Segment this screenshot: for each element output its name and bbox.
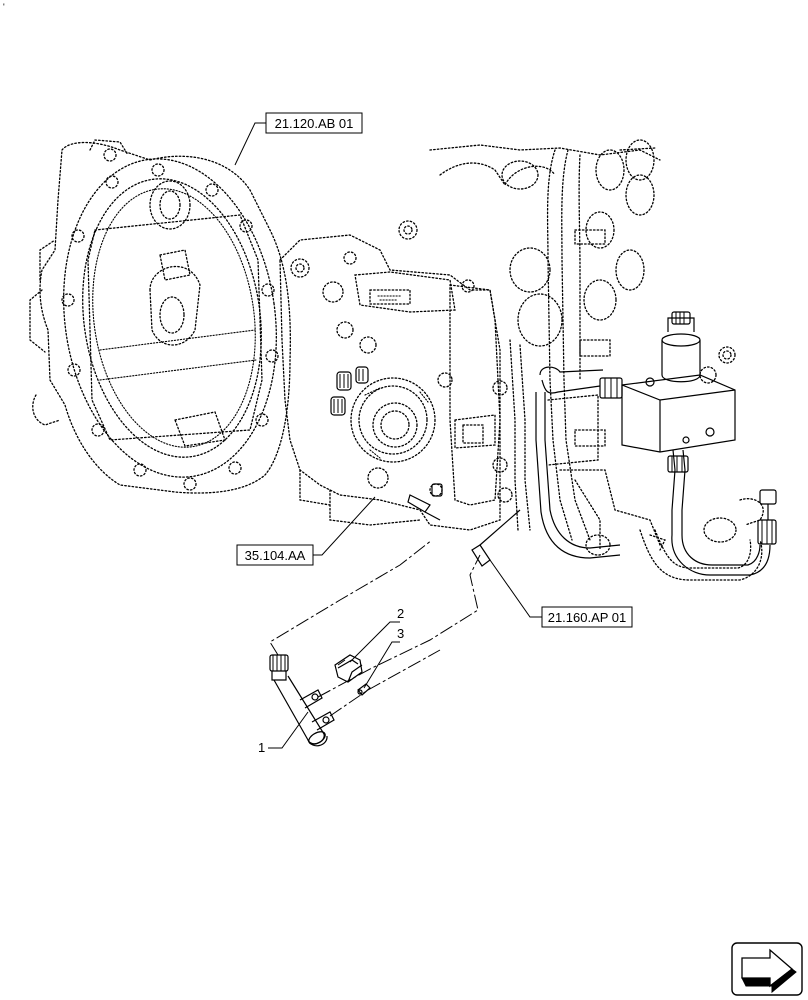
pressure-switch-assembly: [269, 509, 521, 747]
part-1-switch-body: [269, 654, 335, 747]
ref-label-pump-drive-text: 35.104.AA: [245, 548, 306, 563]
ref-label-pump-drive[interactable]: 35.104.AA: [236, 496, 376, 566]
part-2-cap-nut: [334, 654, 363, 683]
ref-label-flywheel-housing[interactable]: 21.120.AB 01: [234, 112, 363, 166]
callout-item-3-text: 3: [397, 626, 404, 641]
ref-label-flywheel-housing-text: 21.120.AB 01: [275, 116, 354, 131]
pump-drive-housing-drawing: [279, 220, 513, 531]
callout-item-1[interactable]: 1: [258, 711, 309, 755]
next-page-arrow-icon[interactable]: [731, 942, 803, 996]
solenoid-valve-block: [535, 311, 777, 576]
pump-bolt-heads: [330, 366, 369, 416]
flywheel-housing-drawing: [29, 139, 291, 494]
right-engine-components-drawing: [429, 139, 764, 581]
ref-label-fitting-text: 21.160.AP 01: [548, 610, 627, 625]
flange-bolt-holes: [61, 163, 279, 491]
callout-item-2[interactable]: 2: [349, 606, 404, 663]
callout-item-2-text: 2: [397, 606, 404, 621]
ref-label-fitting[interactable]: 21.160.AP 01: [489, 559, 633, 628]
part-3-small-fitting: [357, 683, 371, 696]
callout-item-1-text: 1: [258, 740, 265, 755]
callout-item-3[interactable]: 3: [363, 626, 404, 689]
corner-mark: ': [3, 2, 5, 12]
